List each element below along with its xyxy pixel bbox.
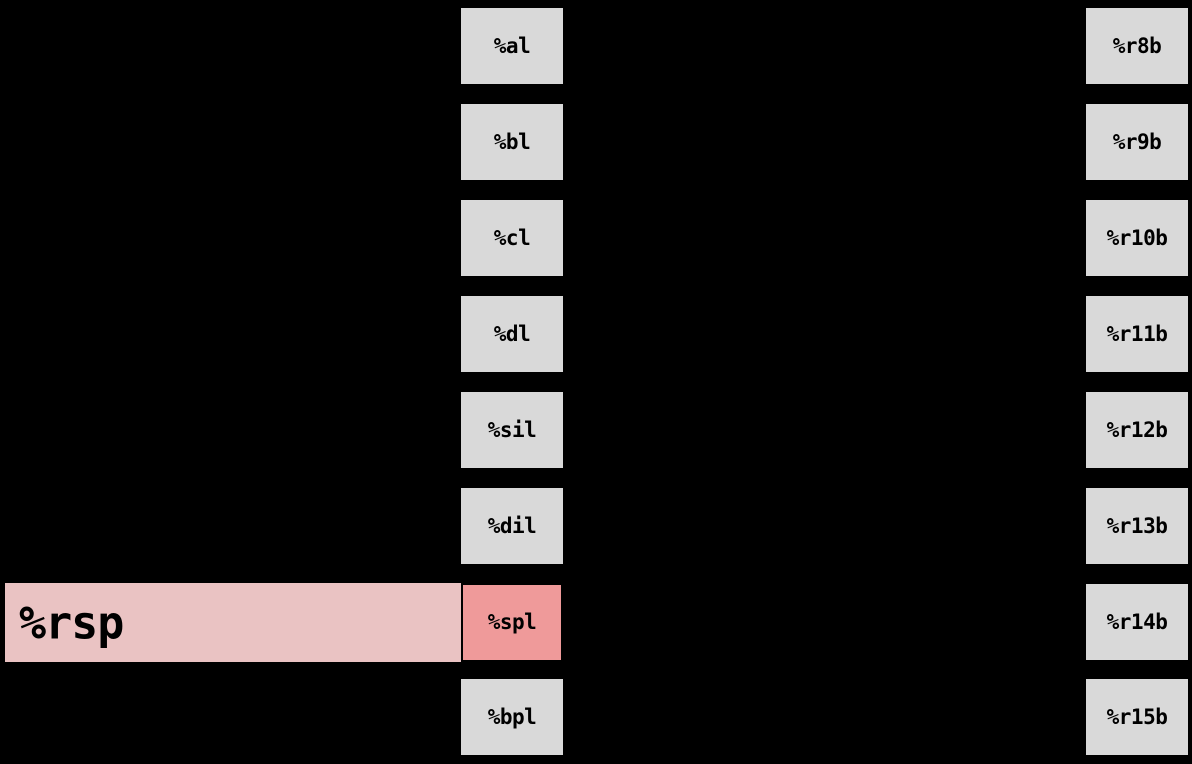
byte-register-label: %r15b <box>1106 704 1168 729</box>
byte-register-label: %r12b <box>1106 417 1168 442</box>
wide-register-label: %rsp <box>19 596 124 649</box>
byte-register-box-r11b[interactable]: %r11b <box>1086 296 1188 372</box>
byte-register-box-r10b[interactable]: %r10b <box>1086 200 1188 276</box>
byte-register-label: %bpl <box>487 704 537 729</box>
byte-register-label: %dil <box>487 513 537 538</box>
byte-register-box-dl[interactable]: %dl <box>461 296 563 372</box>
byte-register-box-al[interactable]: %al <box>461 8 563 84</box>
byte-register-box-spl[interactable]: %spl <box>461 583 563 662</box>
byte-register-box-bl[interactable]: %bl <box>461 104 563 180</box>
byte-register-label: %spl <box>487 610 537 634</box>
byte-register-box-r9b[interactable]: %r9b <box>1086 104 1188 180</box>
byte-register-label: %r10b <box>1106 225 1168 250</box>
byte-register-label: %r8b <box>1112 33 1162 58</box>
byte-register-label: %r13b <box>1106 513 1168 538</box>
byte-register-label: %bl <box>493 129 531 154</box>
byte-register-box-r12b[interactable]: %r12b <box>1086 392 1188 468</box>
byte-register-label: %r14b <box>1106 609 1168 634</box>
byte-register-label: %al <box>493 33 531 58</box>
byte-register-label: %cl <box>493 225 531 250</box>
byte-register-box-bpl[interactable]: %bpl <box>461 679 563 755</box>
byte-register-box-dil[interactable]: %dil <box>461 488 563 564</box>
byte-register-label: %dl <box>493 321 531 346</box>
byte-register-box-r13b[interactable]: %r13b <box>1086 488 1188 564</box>
byte-register-label: %r9b <box>1112 129 1162 154</box>
byte-register-box-cl[interactable]: %cl <box>461 200 563 276</box>
byte-register-label: %sil <box>487 417 537 442</box>
byte-register-label: %r11b <box>1106 321 1168 346</box>
byte-register-box-sil[interactable]: %sil <box>461 392 563 468</box>
byte-register-box-r15b[interactable]: %r15b <box>1086 679 1188 755</box>
byte-register-box-r8b[interactable]: %r8b <box>1086 8 1188 84</box>
byte-register-box-r14b[interactable]: %r14b <box>1086 584 1188 660</box>
